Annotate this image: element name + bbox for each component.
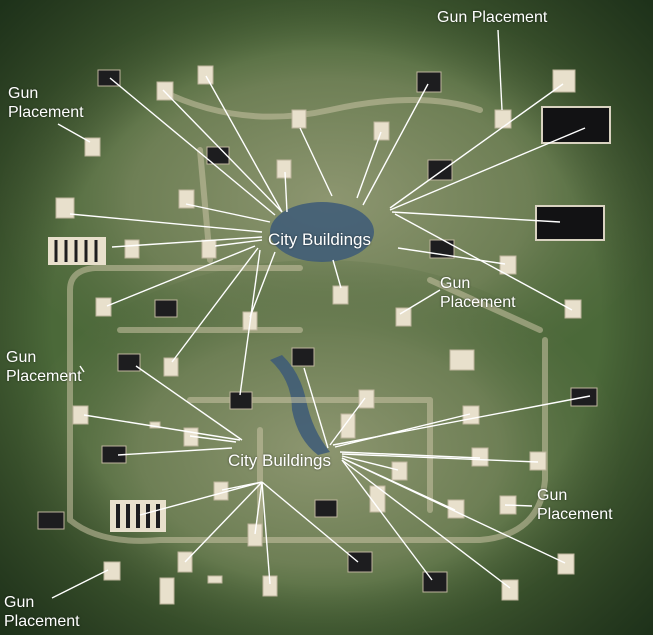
building [291, 347, 315, 367]
building [347, 551, 373, 573]
building [291, 109, 307, 129]
building [557, 553, 575, 575]
building [84, 137, 101, 157]
building [373, 121, 390, 141]
label-line: Gun [537, 487, 568, 504]
building [427, 159, 453, 181]
label-line: Gun [8, 85, 39, 102]
building [340, 413, 356, 439]
building [201, 239, 217, 259]
label-line: Placement [537, 506, 613, 523]
building [494, 109, 512, 129]
building [55, 197, 75, 219]
label-line: Placement [6, 368, 82, 385]
label-gun-placement-top-right: Gun Placement [437, 9, 548, 26]
building [391, 461, 408, 481]
building [332, 285, 349, 305]
building [529, 451, 547, 471]
building [213, 481, 229, 501]
building [499, 255, 517, 275]
building [117, 353, 141, 372]
building [154, 299, 178, 318]
structure-stripes [54, 240, 98, 262]
pond-north [270, 202, 374, 262]
structure-stripes [116, 504, 160, 528]
building [449, 349, 475, 371]
building [124, 239, 140, 259]
label-city-buildings-south: City Buildings [228, 451, 331, 470]
label-line: Gun [6, 349, 37, 366]
roads [67, 87, 548, 544]
building [564, 299, 582, 319]
label-city-buildings-north: City Buildings [268, 230, 371, 249]
building [416, 71, 442, 93]
label-gun-placement-mid-left: Gun Placement [6, 348, 82, 386]
building [95, 297, 112, 317]
label-gun-placement-mid-right: Gun Placement [440, 274, 516, 312]
building [163, 357, 179, 377]
buildings [37, 65, 598, 605]
building [159, 577, 175, 605]
label-line: Placement [440, 294, 516, 311]
large-structure [535, 205, 605, 241]
label-line: Placement [4, 613, 80, 630]
building [471, 447, 489, 467]
label-gun-placement-bottom-left: Gun Placement [4, 593, 80, 631]
building [197, 65, 214, 85]
building [247, 523, 263, 547]
leader-lines [51, 29, 591, 599]
label-line: Gun [4, 594, 35, 611]
building [314, 499, 338, 518]
building [358, 389, 375, 409]
building [207, 575, 223, 584]
label-gun-placement-top-left: Gun Placement [8, 84, 84, 122]
building [395, 307, 412, 327]
building [103, 561, 121, 581]
label-line: Gun [440, 275, 471, 292]
stream-south [270, 355, 330, 455]
large-structures [48, 106, 611, 532]
label-line: Placement [8, 104, 84, 121]
building [178, 189, 195, 209]
building [276, 159, 292, 179]
building [229, 391, 253, 410]
building [422, 571, 448, 593]
building [37, 511, 65, 530]
label-gun-placement-bottom-right: Gun Placement [537, 486, 613, 524]
building [369, 485, 386, 513]
large-structure [541, 106, 611, 144]
